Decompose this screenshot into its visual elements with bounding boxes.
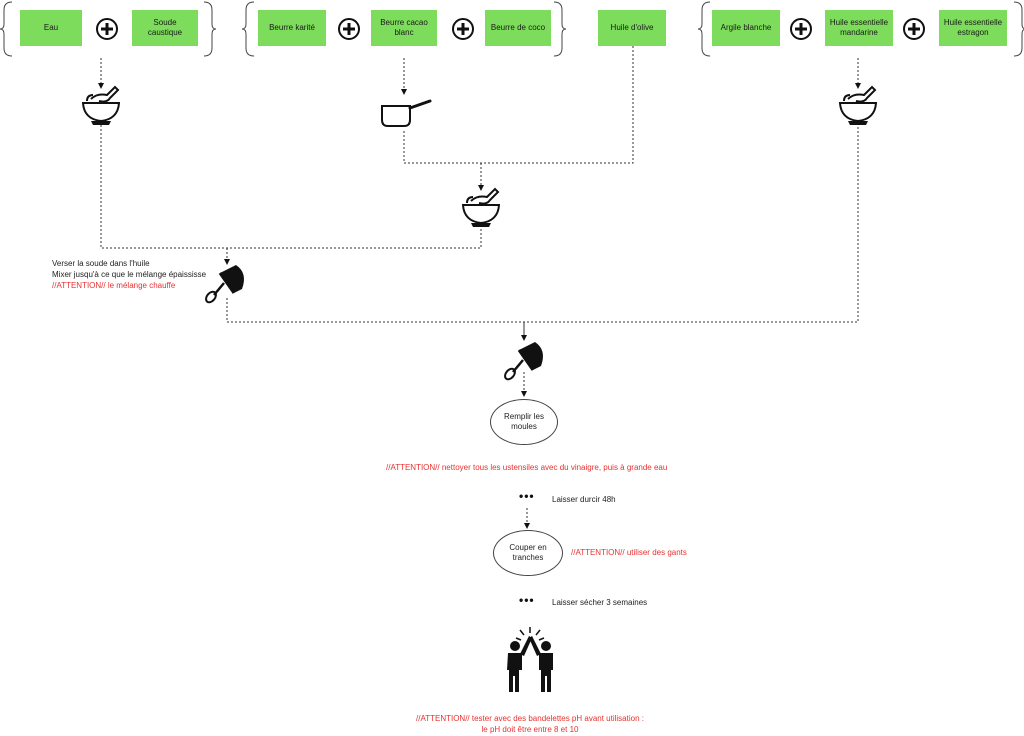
- step-label: Remplir les moules: [503, 411, 544, 431]
- ingredient-label: Beurre karité: [269, 23, 315, 32]
- ingredient-eau: Eau: [20, 10, 82, 46]
- instruction-text: Verser la soude dans l'huile: [52, 259, 150, 268]
- warning-text: //ATTENTION// le mélange chauffe: [52, 280, 176, 290]
- ingredient-label: Huile d'olive: [610, 23, 654, 32]
- warning-text: le pH doit être entre 8 et 10: [481, 724, 579, 734]
- connector: [403, 46, 634, 164]
- mortar-bowl-icon: [839, 86, 877, 126]
- connector: [226, 125, 859, 323]
- ingredient-coco: Beurre de coco: [485, 10, 551, 46]
- group-braces: [0, 1, 1024, 57]
- step-text: Laisser sécher 3 semaines: [552, 598, 648, 607]
- brace-right-2: [553, 1, 567, 57]
- connector: [100, 125, 482, 249]
- warning-text: //ATTENTION// nettoyer tous les ustensil…: [386, 463, 668, 472]
- ingredient-soude: Soude caustique: [132, 10, 198, 46]
- brace-left-2: [241, 1, 255, 57]
- ingredient-label: Beurre cacao blanc: [380, 18, 428, 37]
- brace-right-3: [1013, 1, 1024, 57]
- step-cut: Couper en tranches: [493, 530, 563, 576]
- ph-warning: //ATTENTION// tester avec des bandelette…: [380, 714, 680, 736]
- mortar-bowl-icon: [462, 188, 500, 228]
- ingredient-karite: Beurre karité: [258, 10, 326, 46]
- brace-left-3: [697, 1, 711, 57]
- warning-text: //ATTENTION// tester avec des bandelette…: [416, 714, 644, 723]
- ingredient-label: Soude caustique: [147, 18, 183, 37]
- high-five-icon: [507, 636, 553, 692]
- ellipsis-icon: •••: [519, 593, 535, 607]
- step-label: Couper en tranches: [509, 542, 547, 562]
- ingredient-label: Argile blanche: [720, 23, 772, 32]
- instruction-text: Mixer jusqu'à ce que le mélange épaissis…: [52, 269, 207, 279]
- hand-mixer-icon: [501, 340, 545, 383]
- ingredient-mandarine: Huile essentielle mandarine: [825, 10, 893, 46]
- brace-right-1: [203, 1, 217, 57]
- hand-mixer-icon: [202, 263, 246, 306]
- saucepan-icon: [381, 99, 432, 127]
- plus-icon: [337, 17, 361, 41]
- ingredient-argile: Argile blanche: [712, 10, 780, 46]
- ingredient-estragon: Huile essentielle estragon: [939, 10, 1007, 46]
- ingredient-label: Huile essentielle estragon: [943, 18, 1003, 37]
- ingredient-label: Huile essentielle mandarine: [829, 18, 889, 37]
- plus-icon: [902, 17, 926, 41]
- ellipsis-icon: •••: [519, 489, 535, 503]
- burst-icon: [515, 627, 545, 641]
- plus-icon: [789, 17, 813, 41]
- step-fill-molds: Remplir les moules: [490, 399, 558, 445]
- plus-icon: [451, 17, 475, 41]
- mix-instructions: Verser la soude dans l'huile Mixer jusqu…: [52, 259, 206, 291]
- ingredient-cacao: Beurre cacao blanc: [371, 10, 437, 46]
- plus-icon: [95, 17, 119, 41]
- ingredient-label: Beurre de coco: [490, 23, 546, 32]
- step-text: Laisser durcir 48h: [552, 495, 616, 504]
- ingredient-olive: Huile d'olive: [598, 10, 666, 46]
- mortar-bowl-icon: [82, 86, 120, 126]
- brace-left-1: [0, 1, 13, 57]
- warning-text: //ATTENTION// utiliser des gants: [571, 548, 687, 557]
- ingredient-label: Eau: [43, 23, 59, 32]
